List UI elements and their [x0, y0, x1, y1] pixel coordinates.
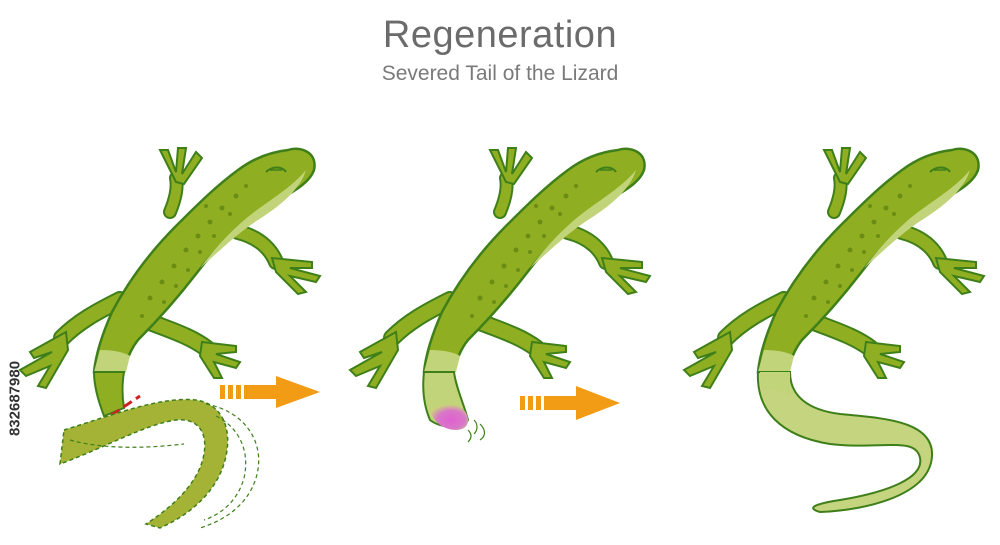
regenerated-tail — [756, 371, 934, 514]
lizard-stage-1 — [20, 148, 320, 529]
page-subtitle: Severed Tail of the Lizard — [381, 62, 619, 85]
page-title: Regeneration — [382, 14, 618, 56]
lizard-stage-2 — [350, 148, 650, 443]
severed-tail — [59, 398, 229, 529]
progress-arrow-1 — [220, 376, 320, 408]
progress-arrow-2 — [520, 386, 620, 420]
lizard-stage-3 — [684, 148, 984, 514]
regrowth-bud — [430, 404, 469, 430]
